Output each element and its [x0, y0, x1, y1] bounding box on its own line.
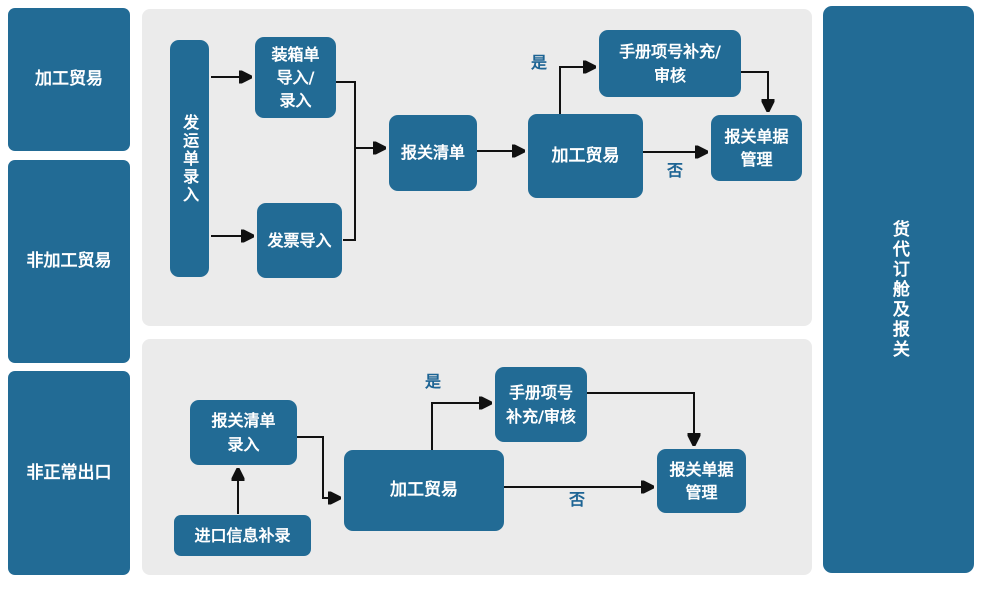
lane-processing-trade: 加工贸易 [8, 8, 130, 151]
node-processing-trade-bottom: 加工贸易 [344, 450, 504, 531]
node-packing-list-import: 装箱单 导入/ 录入 [255, 37, 336, 118]
node-manual-item-check-top: 手册项号补充/ 审核 [599, 30, 741, 97]
node-processing-trade-top: 加工贸易 [528, 114, 643, 198]
bottom-no-label: 否 [568, 490, 586, 509]
bottom-yes-label: 是 [424, 372, 442, 391]
top-yes-label: 是 [530, 53, 548, 72]
lane-abnormal-export: 非正常出口 [8, 371, 130, 575]
lane-freight-booking-customs: 货代订舱及报关 [823, 6, 974, 573]
top-no-label: 否 [666, 161, 684, 180]
node-customs-list: 报关清单 [389, 115, 477, 191]
node-customs-list-entry: 报关清单 录入 [190, 400, 297, 465]
node-manual-item-check-bottom: 手册项号 补充/审核 [495, 367, 587, 442]
lane-non-processing-trade: 非加工贸易 [8, 160, 130, 363]
node-customs-doc-mgmt-bottom: 报关单据 管理 [657, 449, 746, 513]
node-shipping-order-entry: 发运单录入 [170, 40, 209, 277]
node-customs-doc-mgmt-top: 报关单据 管理 [711, 115, 802, 181]
node-import-info-entry: 进口信息补录 [174, 515, 311, 556]
node-invoice-import: 发票导入 [257, 203, 342, 278]
